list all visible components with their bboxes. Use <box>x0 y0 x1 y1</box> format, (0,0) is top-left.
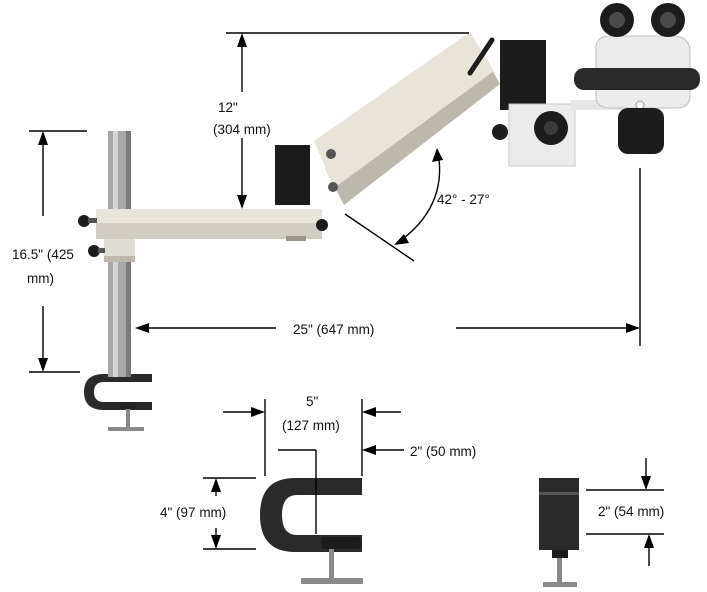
eyepiece-right-lens <box>660 12 676 28</box>
arrow-up <box>38 131 48 145</box>
dimension-clamp-opening: 5" (127 mm) <box>223 394 401 476</box>
head-lock-screw-icon <box>635 100 645 110</box>
microscope-holder <box>492 40 641 167</box>
arrow-down <box>237 195 247 209</box>
reach-label: 25" (647 mm) <box>293 322 374 337</box>
clamp-opening-label-line2: (127 mm) <box>282 418 340 433</box>
arrow-down <box>38 358 48 372</box>
clamp-front-screw <box>329 549 334 581</box>
stereo-microscope-head <box>574 3 700 154</box>
clamp-detail-front <box>260 478 363 584</box>
dimension-reach: 25" (647 mm) <box>135 168 641 346</box>
pole-height-label-line1: 16.5" (425 <box>12 247 74 262</box>
articulating-arm <box>314 32 500 205</box>
arm-angle-label: 42° - 27° <box>437 192 490 207</box>
base-clamp-body <box>84 374 152 410</box>
dimension-pole-height: 16.5" (425 mm) <box>12 130 87 373</box>
dimension-arm-angle: 42° - 27° <box>344 148 490 262</box>
arm-lock-knob-right-icon <box>316 219 328 231</box>
focus-knob-right-center <box>544 121 558 135</box>
arrow-up <box>211 478 221 492</box>
arm-rise-label-line1: 12" <box>218 100 238 115</box>
arm-pivot-upper <box>326 149 336 159</box>
clamp-side-body <box>539 478 579 550</box>
clamp-depth-label: 4" (97 mm) <box>160 505 226 520</box>
clamp-side-screw <box>557 558 562 584</box>
horizontal-arm <box>78 209 328 241</box>
clamp-front-knob <box>321 537 361 549</box>
arrow-left <box>362 407 376 417</box>
arrow-up <box>644 534 654 548</box>
arrow-up <box>237 33 247 47</box>
clamp-front-tbar <box>301 578 363 584</box>
dimension-clamp-depth: 4" (97 mm) <box>160 477 256 550</box>
arrow-right <box>626 323 640 333</box>
base-clamp-tbar <box>108 427 144 431</box>
clamp-thickness-label: 2" (50 mm) <box>410 444 476 459</box>
pole-height-label-line2: mm) <box>27 271 54 286</box>
arm-lock-knob-left-icon <box>78 215 90 227</box>
tension-lever <box>467 37 495 76</box>
arrow-right <box>251 407 265 417</box>
arrow-down <box>211 535 221 549</box>
elbow-joint-block <box>275 145 310 205</box>
horizontal-arm-top <box>96 209 322 223</box>
objective-lens <box>618 108 664 154</box>
arm-lock-stem-left <box>88 218 97 223</box>
base-clamp-screw <box>126 409 130 429</box>
horizontal-arm-underside <box>286 236 306 241</box>
eyepiece-left-lens <box>609 12 625 28</box>
clamp-opening-label-line1: 5" <box>306 394 319 409</box>
boom-stand-assembly <box>78 3 700 431</box>
focus-knob-left-icon <box>492 124 508 140</box>
arrow-left <box>362 445 376 455</box>
arrow-angle-bottom <box>394 234 409 245</box>
pole-collar-shade <box>104 256 135 262</box>
collar-knob-stem <box>98 248 105 253</box>
arrow-left <box>135 323 149 333</box>
articulating-arm-face <box>314 32 494 188</box>
clamp-side-slot <box>539 492 579 495</box>
collar-knob-icon <box>88 245 100 257</box>
clamp-detail-side <box>539 478 579 587</box>
arrow-down <box>641 476 651 490</box>
zoom-ring <box>574 68 700 90</box>
dimension-arm-rise: 12" (304 mm) <box>213 32 469 209</box>
vertical-pole <box>88 131 135 377</box>
clamp-side-width-label: 2" (54 mm) <box>598 504 664 519</box>
holder-post <box>500 40 546 110</box>
clamp-side-knob <box>552 550 568 558</box>
base-clamp <box>84 374 152 431</box>
arrow-angle-top <box>432 148 443 162</box>
horizontal-arm-bottom <box>96 223 322 239</box>
clamp-front-body <box>260 478 362 552</box>
arm-rise-label-line2: (304 mm) <box>213 122 271 137</box>
dimension-clamp-side-width: 2" (54 mm) <box>586 458 664 566</box>
base-clamp-knob <box>120 402 136 409</box>
arm-pivot-lower <box>328 182 338 192</box>
clamp-side-tbar <box>543 582 577 587</box>
dimension-clamp-thickness: 2" (50 mm) <box>278 444 476 534</box>
